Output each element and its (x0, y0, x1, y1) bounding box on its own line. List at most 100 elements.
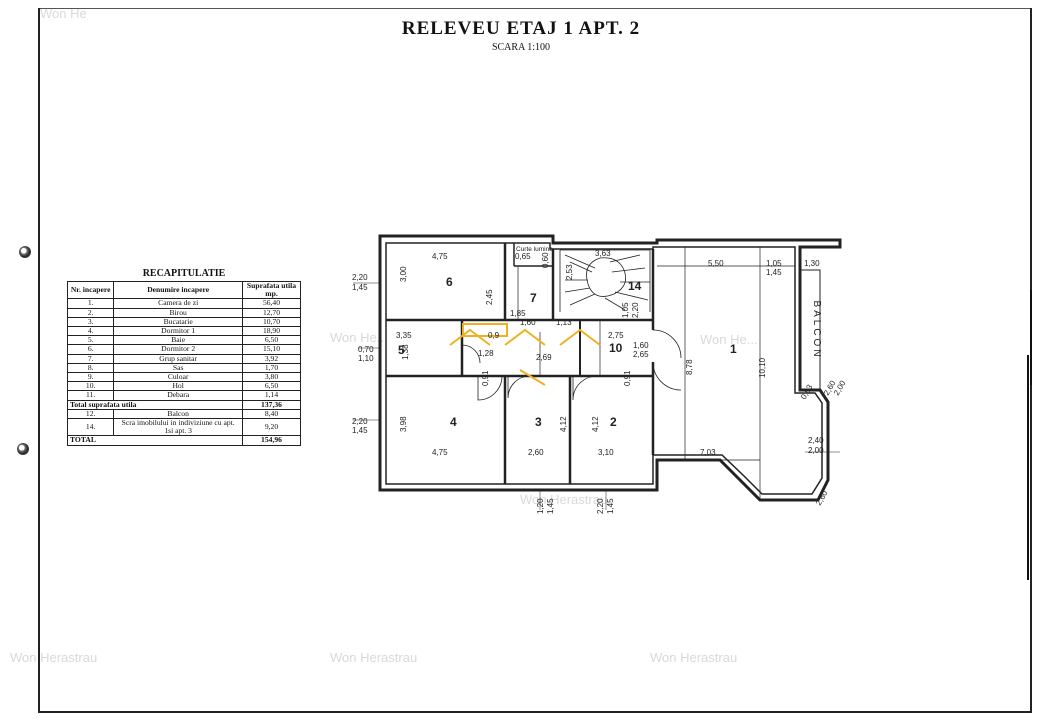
row-area: 3,80 (241, 372, 302, 383)
dimension: 1,85 (510, 309, 526, 318)
margin-mark (1027, 355, 1029, 580)
dimension: 0,91 (481, 370, 490, 386)
dimension: 1,13 (556, 318, 572, 327)
row-area: 12,70 (241, 307, 302, 318)
plan-walls (353, 234, 842, 510)
dimension: 1,05 (766, 259, 782, 268)
dimension: 1,45 (606, 498, 615, 514)
row-nr: 8. (66, 362, 115, 374)
dimension: 1,10 (358, 354, 374, 363)
header-area: Suprafata utila mp. (241, 280, 302, 300)
dimension: 4,75 (432, 252, 448, 261)
row-area: 1,70 (241, 362, 302, 374)
dimension: 3,98 (399, 416, 408, 432)
punch-hole-icon (19, 246, 31, 258)
dimension-labels: 4,75 3,63 5,50 1,05 1,45 1,30 2,20 1,45 … (352, 249, 824, 457)
recap-header-row: Nr. incapere Denumire incapere Suprafata… (66, 280, 302, 300)
row-area: 18,90 (241, 326, 302, 337)
dimension-lines (353, 282, 840, 510)
dimension: 2,60 (814, 489, 830, 507)
row-nr: 5. (66, 335, 115, 346)
room-number: 5 (398, 343, 405, 357)
room-number: 2 (610, 415, 617, 429)
dimension: 1,38 (401, 344, 410, 360)
dimension: 0,60 (541, 252, 550, 268)
row-area: 1,14 (241, 390, 302, 401)
dimension: 2,65 (633, 350, 649, 359)
dimension: 1,20 (536, 498, 545, 514)
dimension: 5,50 (708, 259, 724, 268)
dimension: 1,60 (520, 318, 536, 327)
dimension: 10,10 (758, 357, 767, 378)
row-nr: 9. (66, 372, 115, 383)
room-number: 10 (609, 341, 623, 355)
dimension: 1,45 (352, 283, 368, 292)
recap-table-block: RECAPITULATIE Nr. incapere Denumire inca… (66, 268, 302, 446)
row-area: 6,50 (241, 381, 302, 392)
dimension: 0,9 (488, 331, 500, 340)
room-number: 3 (535, 415, 542, 429)
overlay-marks (449, 323, 601, 386)
grid-lines (517, 247, 795, 500)
row-area: 8,40 (241, 408, 302, 420)
room-number: 7 (530, 291, 537, 305)
dimension: 2,20 (596, 498, 605, 514)
total-value: 154,96 (241, 435, 302, 446)
dimension: 1,28 (478, 349, 494, 358)
row-area: 9,20 (241, 418, 302, 437)
balcony-wall (800, 269, 821, 390)
dimension: 2,45 (485, 289, 494, 305)
recap-table: Nr. incapere Denumire incapere Suprafata… (66, 280, 302, 446)
dimension: 3,63 (595, 249, 611, 258)
dimension: 2,53 (565, 264, 574, 280)
room-number: 1 (730, 342, 737, 356)
dimension: 8,78 (685, 359, 694, 375)
dimension: 2,00 (808, 446, 824, 455)
row-nr: 14. (66, 418, 115, 437)
dimension: 0,70 (358, 345, 374, 354)
courtyard-label: Curte lumina (516, 246, 553, 253)
dimension: 4,75 (432, 448, 448, 457)
dimension: 2,69 (536, 353, 552, 362)
sheet-top-border (38, 8, 1032, 9)
row-nr: 11. (66, 390, 115, 401)
room-number: 6 (446, 275, 453, 289)
watermark: Won Herastrau (330, 650, 418, 665)
row-nr: 2. (66, 307, 115, 318)
watermark: Won He (40, 6, 87, 21)
dimension: 2,20 (631, 302, 640, 318)
watermark: Won He... (330, 330, 388, 345)
room-number: 14 (628, 279, 642, 293)
outer-wall-inner (385, 242, 823, 495)
total-useful-value: 137,36 (241, 399, 302, 410)
dimension: 0,65 (515, 252, 531, 261)
dimension: 3,10 (598, 448, 614, 457)
dimension: 1,60 (633, 341, 649, 350)
dimension: 1,45 (766, 268, 782, 277)
dimension: 2,20 (352, 273, 368, 282)
row-nr: 3. (66, 316, 115, 328)
dimension: 1,05 (621, 302, 630, 318)
header-nr: Nr. incapere (66, 280, 115, 300)
dimension: 1,45 (352, 426, 368, 435)
room-labels: 6 7 14 1 5 10 4 3 2 (398, 275, 737, 429)
recap-title: RECAPITULATIE (142, 268, 226, 279)
dimension: 2,00 (832, 379, 848, 397)
row-area: 3,92 (241, 353, 302, 364)
room-number: 4 (450, 415, 457, 429)
dimension: 3,00 (399, 266, 408, 282)
row-nr: 1. (66, 298, 115, 309)
dimension: 1,45 (546, 498, 555, 514)
row-area: 15,10 (241, 344, 302, 355)
doors (461, 329, 682, 401)
